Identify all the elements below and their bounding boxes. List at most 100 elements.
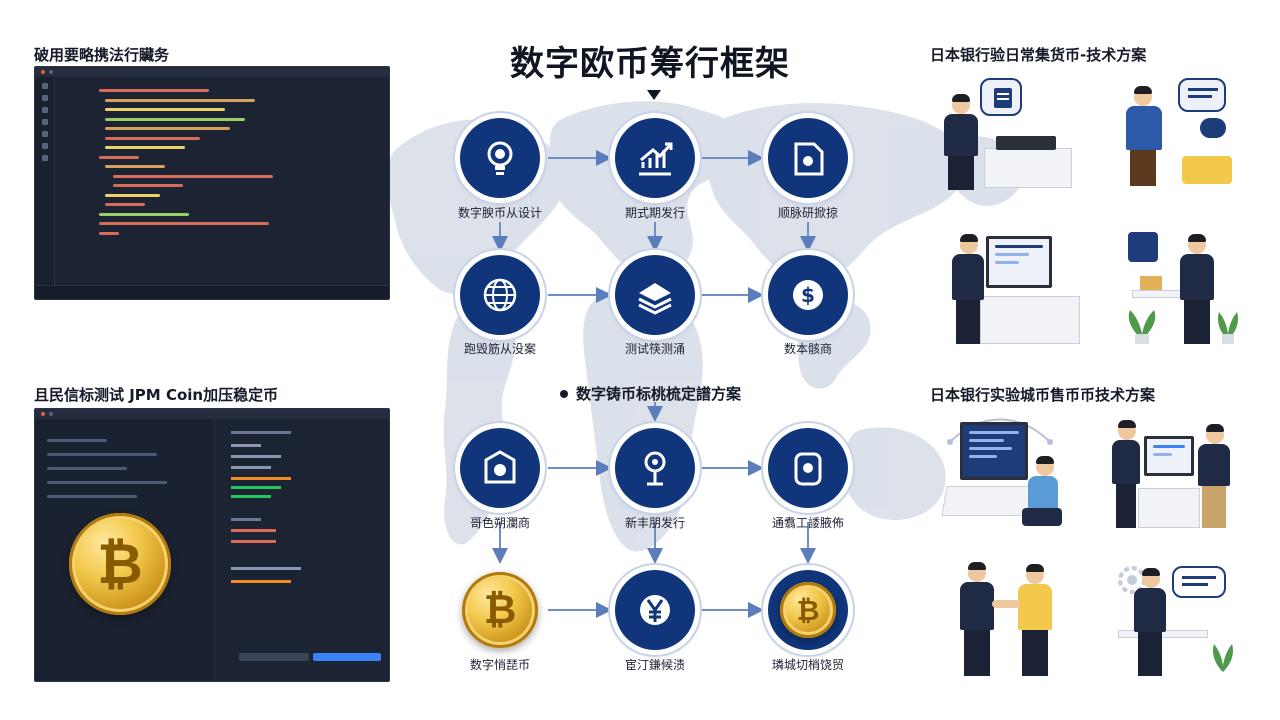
lightbulb-icon <box>487 141 513 175</box>
section-label-middle: 数字铸币标桃梳定譜方案 <box>560 383 741 404</box>
settings-icon[interactable] <box>41 155 48 161</box>
code-line <box>99 89 209 92</box>
panel-line <box>231 444 261 447</box>
badge-icon <box>1128 232 1158 262</box>
section-label-top-left: 破用要略携法行贜务 <box>34 46 170 64</box>
node-gold-coin[interactable]: ₿ <box>768 570 848 650</box>
node-new-issuance[interactable] <box>615 428 695 508</box>
bullet-dot-icon <box>560 389 568 398</box>
person-suit <box>944 114 978 156</box>
node-label: 测试筷测涌 <box>624 342 685 356</box>
node-label: 顺脉研掀掠 <box>777 206 838 220</box>
window-titlebar <box>35 409 389 419</box>
dollar-icon: $ <box>793 280 823 310</box>
sidebar-row[interactable] <box>47 481 167 484</box>
code-editor-window <box>34 66 390 300</box>
explorer-icon[interactable] <box>41 83 48 89</box>
panel-line <box>231 529 276 532</box>
section-label-top-right: 日本银行验日常集货币-技术方案 <box>930 46 1147 64</box>
wallet-app-window: ₿ <box>34 408 390 682</box>
search-icon[interactable] <box>41 95 48 101</box>
node-interop[interactable] <box>768 428 848 508</box>
node-security[interactable] <box>460 428 540 508</box>
node-currency[interactable] <box>615 570 695 650</box>
monitor <box>986 236 1052 288</box>
sidebar-row[interactable] <box>47 453 157 456</box>
illustration-two-men-at-screen <box>1110 414 1240 532</box>
node-label: 数本骸商 <box>783 342 832 356</box>
bitcoin-coin-icon: ₿ <box>69 513 171 615</box>
node-issuance[interactable] <box>615 118 695 198</box>
code-line <box>105 193 160 197</box>
node-label: 璘城切梢饶贸 <box>771 658 844 672</box>
window-close-icon[interactable] <box>41 412 45 416</box>
sidebar-row[interactable] <box>47 439 107 442</box>
illustration-workstation <box>936 412 1076 530</box>
panel-line <box>231 466 271 469</box>
green-progress-bar <box>231 486 281 489</box>
panel-line <box>231 455 281 458</box>
extensions-icon[interactable] <box>41 131 48 137</box>
laptop <box>996 136 1056 150</box>
code-line <box>113 184 183 187</box>
code-line <box>105 127 230 130</box>
node-digital-coin[interactable]: ₿ <box>462 572 538 648</box>
person-suit <box>960 582 994 630</box>
person-hair <box>952 94 970 102</box>
node-capital[interactable]: $ <box>768 255 848 335</box>
code-line <box>99 212 189 216</box>
person-legs <box>964 630 990 676</box>
source-control-icon[interactable] <box>41 107 48 113</box>
window-close-icon[interactable] <box>41 70 45 74</box>
illustration-man-with-chat <box>1104 76 1244 190</box>
person-legs <box>956 300 980 344</box>
node-research[interactable] <box>768 118 848 198</box>
code-line <box>105 108 225 111</box>
sidebar-row[interactable] <box>47 467 127 470</box>
terminal-icon[interactable] <box>41 143 48 149</box>
node-label: 宦汀鎌候渍 <box>624 658 685 672</box>
window-min-icon[interactable] <box>49 70 53 74</box>
document-icon <box>794 142 824 176</box>
shield-icon <box>484 450 516 484</box>
node-label: 跑毁筋从没案 <box>463 342 536 356</box>
node-global-plan[interactable] <box>460 255 540 335</box>
message-icon <box>1200 118 1226 138</box>
person-legs <box>1130 150 1156 186</box>
code-line <box>113 174 273 178</box>
debug-icon[interactable] <box>41 119 48 125</box>
person-hair <box>1142 568 1160 576</box>
gold-box <box>1182 156 1232 184</box>
window-min-icon[interactable] <box>49 412 53 416</box>
node-label: 数字悄琵币 <box>469 658 530 672</box>
node-testing[interactable] <box>615 255 695 335</box>
section-label-bottom-right: 日本银行实验城币售币币技术方案 <box>930 386 1156 404</box>
code-line <box>99 231 119 235</box>
lock-icon <box>794 452 822 486</box>
desk <box>984 148 1072 188</box>
globe-icon <box>483 278 517 312</box>
desk <box>1138 488 1200 528</box>
code-line <box>105 146 185 149</box>
code-line <box>99 222 269 225</box>
editor-activity-bar <box>35 77 55 299</box>
node-label: 数字腴币从设计 <box>457 206 542 220</box>
main-title: 数字欧币筹行框架 <box>510 44 790 84</box>
yen-icon <box>640 595 670 625</box>
monitor <box>960 422 1028 480</box>
panel-line <box>231 567 301 570</box>
dollar-symbol: $ <box>801 283 815 307</box>
books <box>1140 276 1162 290</box>
node-design[interactable] <box>460 118 540 198</box>
cancel-button[interactable] <box>239 653 309 661</box>
illustration-businessman-presenting <box>936 76 1076 190</box>
person-suit <box>952 254 984 300</box>
wallet-main-panel <box>231 431 301 597</box>
display-board <box>1172 566 1226 598</box>
code-line <box>99 155 139 159</box>
sidebar-row[interactable] <box>47 495 137 498</box>
plant-icon <box>1128 310 1156 344</box>
confirm-button[interactable] <box>313 653 381 661</box>
person-legs <box>948 156 974 190</box>
